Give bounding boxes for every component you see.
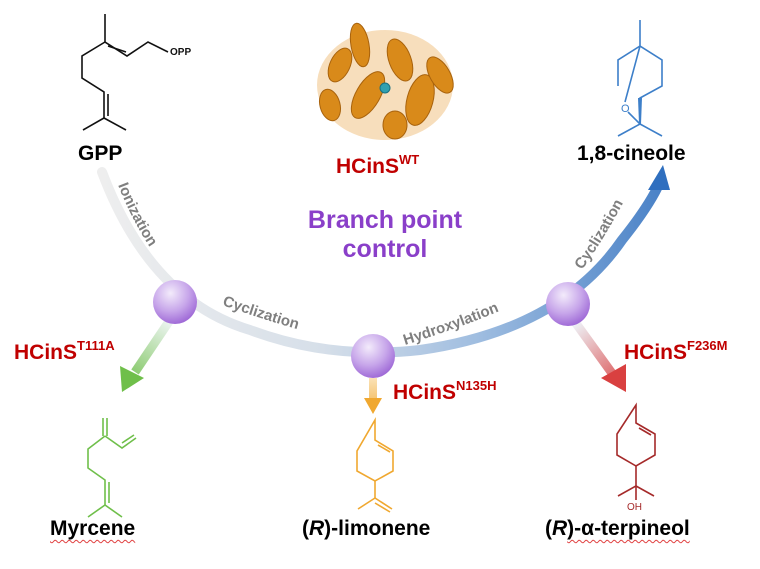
branch-node-gpp <box>153 280 197 324</box>
cineole-structure: O <box>617 20 663 137</box>
myrcene-arrowhead-icon <box>120 366 144 392</box>
limonene-arrowhead-icon <box>364 398 382 414</box>
compound-label-gpp: GPP <box>78 142 123 165</box>
myrcene-branch-arrow <box>131 317 174 375</box>
limonene-prefix: ( <box>302 517 309 540</box>
svg-text:OPP: OPP <box>170 47 191 58</box>
diagram-title: Branch point control <box>300 206 470 264</box>
terpineol-structure: OH <box>616 402 656 513</box>
cineole-arrowhead-icon <box>648 165 670 190</box>
enzyme-label-n135h: HCinSN135H <box>393 378 497 404</box>
enzyme-label-f236m: HCinSF236M <box>624 338 728 364</box>
limonene-structure <box>356 417 394 513</box>
protein-structure-image <box>317 22 454 140</box>
compound-label-limonene: (R)-limonene <box>302 517 430 541</box>
enzyme-label-wild-type: HCinSWT <box>336 152 420 178</box>
gpp-structure: OPP <box>81 14 191 131</box>
limonene-stereo: R <box>309 517 325 540</box>
branch-node-limonene <box>351 334 395 378</box>
terpineol-prefix: ( <box>545 517 552 540</box>
limonene-suffix: )-limonene <box>324 517 431 540</box>
terpineol-stereo: R <box>552 517 568 540</box>
compound-label-myrcene: Myrcene <box>50 517 136 540</box>
branch-node-terpineol <box>546 282 590 326</box>
enzyme-label-t111a: HCinST111A <box>14 338 115 364</box>
myrcene-structure <box>87 418 137 518</box>
svg-text:O: O <box>621 103 630 115</box>
compound-label-cineole: 1,8-cineole <box>577 142 686 165</box>
title-line-2: control <box>342 235 428 263</box>
title-line-1: Branch point <box>307 206 463 234</box>
compound-label-terpineol: (R)-α-terpineol <box>545 517 690 541</box>
terpineol-arrowhead-icon <box>601 364 626 392</box>
terpineol-branch-arrow <box>571 319 618 379</box>
terpineol-suffix: )-α-terpineol <box>567 517 690 540</box>
svg-text:OH: OH <box>627 502 642 513</box>
